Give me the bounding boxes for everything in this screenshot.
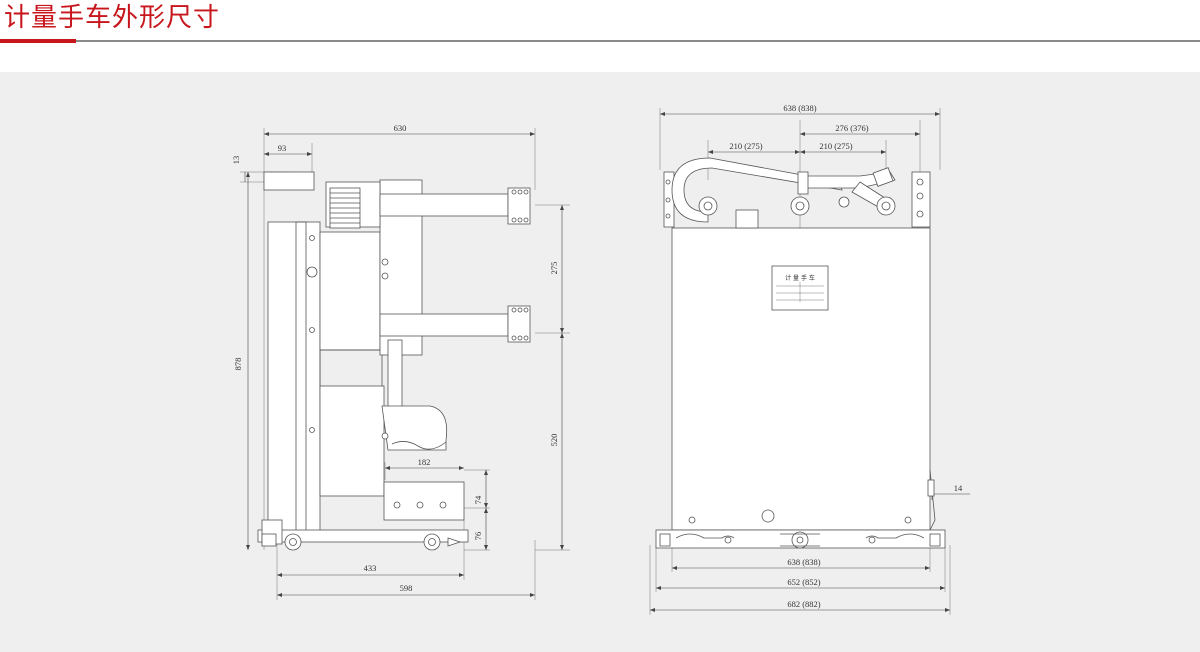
side-dimension-labels: 630 93 13 878 275 520 182 74 76 433 598 — [231, 123, 559, 593]
technical-drawing: 630 93 13 878 275 520 182 74 76 433 598 — [231, 103, 970, 615]
dim-base-b: 76 — [473, 532, 483, 541]
dim-pitch-right: 210 (275) — [819, 141, 852, 151]
page-header: 计量手车外形尺寸 — [0, 0, 1200, 43]
side-view — [240, 128, 570, 600]
dim-overall-base: 598 — [400, 583, 413, 593]
dim-pitch-left: 210 (275) — [729, 141, 762, 151]
side-wheels — [261, 533, 462, 551]
side-extension-lines — [240, 128, 570, 600]
side-mechanism — [306, 235, 448, 509]
dim-height: 878 — [233, 358, 243, 371]
dim-wheel-span: 433 — [364, 563, 377, 573]
dim-base-a: 74 — [473, 495, 483, 504]
side-insulator — [329, 187, 361, 229]
dim-side-offset: 14 — [954, 483, 963, 493]
side-contact-arms — [379, 187, 531, 343]
dim-width-c: 682 (882) — [787, 599, 820, 609]
side-frame — [257, 171, 469, 545]
dim-mechanism-width: 182 — [418, 457, 431, 467]
side-dimension-lines — [244, 132, 564, 597]
drawing-panel: 630 93 13 878 275 520 182 74 76 433 598 — [0, 72, 1200, 652]
front-base-rails — [675, 533, 925, 547]
dim-right-pitch: 276 (376) — [835, 123, 868, 133]
front-linkage — [671, 157, 896, 229]
header-accent-bar — [0, 39, 76, 43]
dim-top-width: 638 (838) — [783, 103, 816, 113]
page-title: 计量手车外形尺寸 — [4, 3, 221, 33]
front-dimension-labels: 638 (838) 276 (376) 210 (275) 210 (275) … — [729, 103, 963, 609]
dim-width-b: 652 (852) — [787, 577, 820, 587]
front-fasteners — [665, 178, 924, 549]
dim-top-offset: 93 — [278, 143, 287, 153]
front-view — [649, 108, 970, 615]
dim-top-small: 13 — [231, 156, 241, 165]
front-dimension-lines — [650, 112, 970, 612]
header-divider — [0, 40, 1200, 42]
nameplate-title: 计 量 手 车 — [785, 274, 815, 282]
dim-width-a: 638 (838) — [787, 557, 820, 567]
dim-contact-pitch: 275 — [549, 262, 559, 275]
dim-overall-depth: 630 — [394, 123, 407, 133]
front-body — [655, 171, 946, 549]
front-nameplate — [771, 265, 829, 311]
dim-contact-height: 520 — [549, 434, 559, 447]
